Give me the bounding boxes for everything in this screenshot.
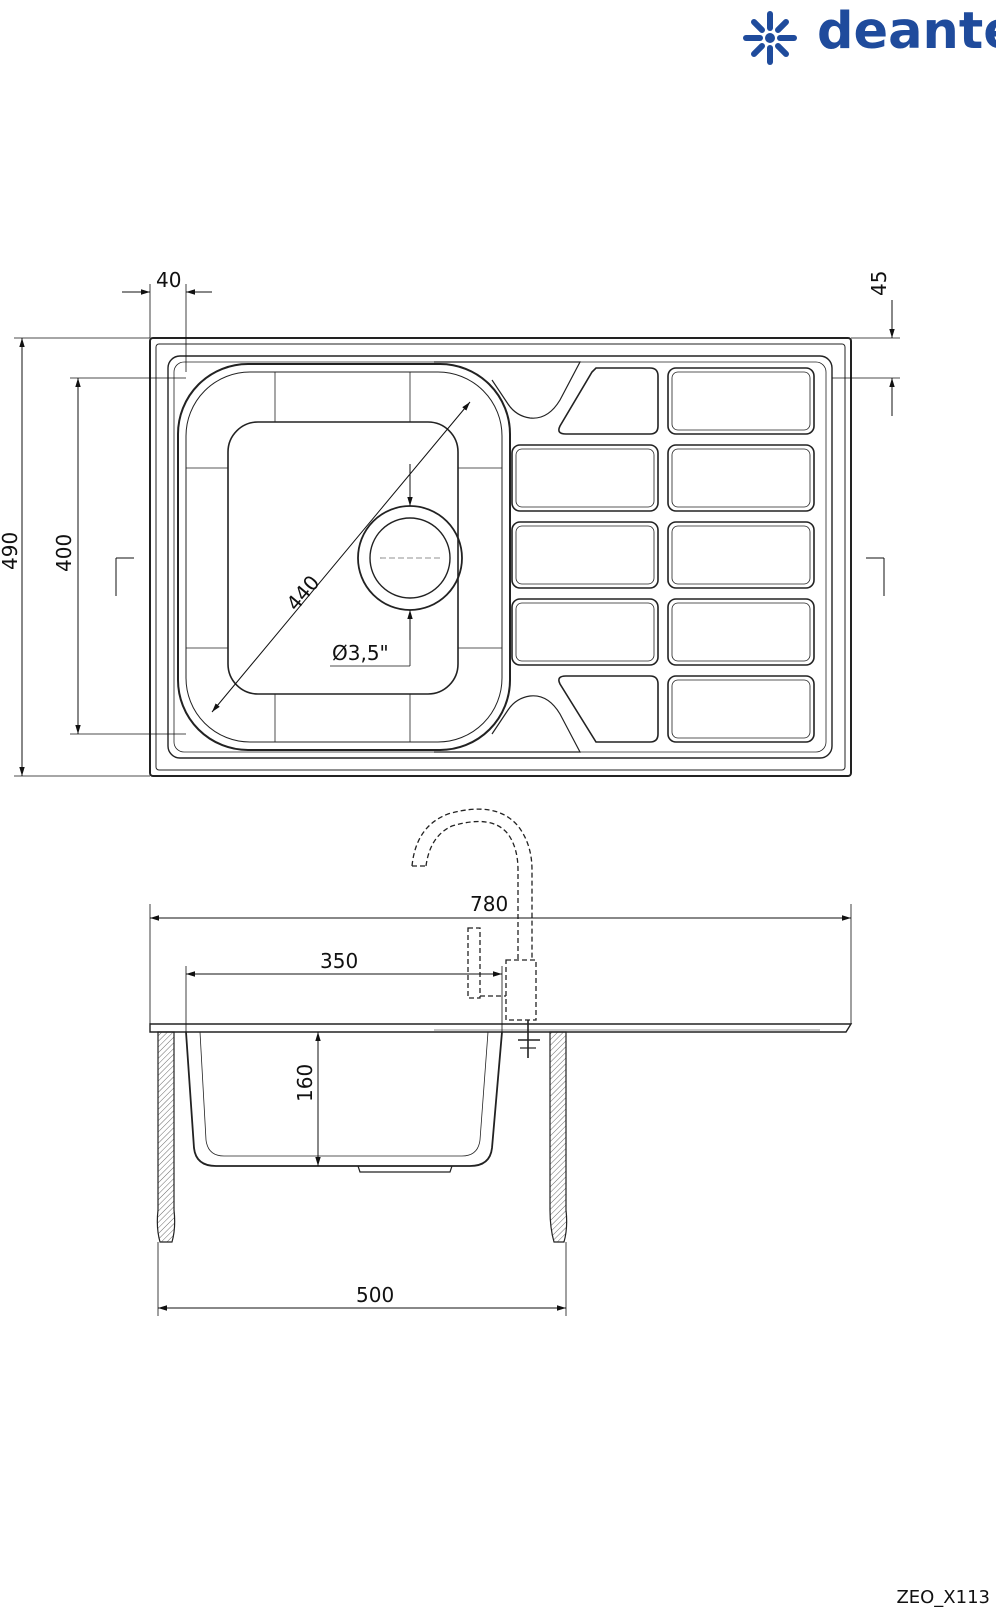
side-view [149,808,853,1243]
deante-logo-icon [743,11,797,65]
model-code: ZEO_X113 [896,1587,990,1608]
drainboard-ribs [511,367,815,743]
dim-flange-width: 40 [156,268,181,292]
dim-bowl-depth: 400 [52,534,76,572]
brand-logo: deante [740,2,996,65]
top-view-dimensions [14,284,900,777]
bowl-section [185,1031,503,1167]
sink-rim [167,355,833,759]
faucet-outline [411,808,537,1021]
cabinet-wall-left [156,1031,176,1243]
dim-total-width: 780 [470,892,508,916]
dim-total-depth: 490 [0,532,22,570]
dim-drain-size: Ø3,5" [332,641,389,665]
sink-outline [149,337,852,777]
dim-bowl-height: 160 [293,1064,317,1102]
brand-name: deante [817,2,996,61]
dim-bowl-width: 350 [320,949,358,973]
bowl-outer [177,363,511,751]
dim-cabinet-width: 500 [356,1283,394,1307]
dim-top-offset: 45 [867,271,891,296]
worktop-line [149,1023,853,1033]
side-view-dimensions [149,904,852,1316]
top-view [149,337,852,777]
cabinet-wall-right [549,1031,568,1243]
dim-bowl-diagonal: 440 [281,571,324,616]
